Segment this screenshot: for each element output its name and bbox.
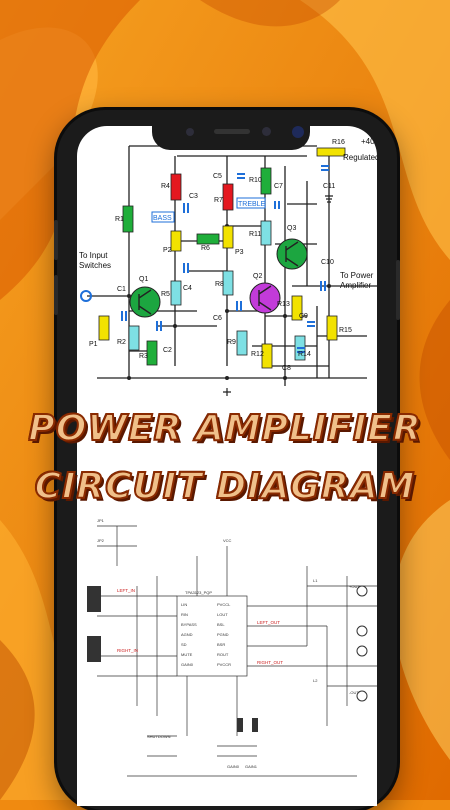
svg-text:R7: R7: [214, 197, 223, 204]
front-camera-icon: [292, 126, 304, 138]
tpa3123-circuit-diagram: LEFT_OUT RIGHT_OUT LEFT_IN RIGHT_IN TPA3…: [87, 518, 377, 777]
output-label: To Power: [340, 271, 374, 280]
svg-text:GAIN1: GAIN1: [245, 764, 258, 769]
svg-text:Q3: Q3: [287, 225, 296, 232]
svg-text:PVCCR: PVCCR: [217, 662, 231, 667]
phone-screen: R16 C11 C5 R10 C7 R4 R7 C3 Q3 R1 R11 P2 …: [77, 126, 377, 806]
regulated-label: Regulated: [343, 153, 377, 162]
svg-text:LEFT_OUT: LEFT_OUT: [257, 620, 280, 625]
svg-text:R9: R9: [227, 339, 236, 346]
input-jack-icon: [80, 290, 92, 302]
svg-text:AGND: AGND: [181, 632, 193, 637]
svg-text:C11: C11: [323, 183, 335, 190]
svg-text:ROUT: ROUT: [217, 652, 229, 657]
phone-volume-button: [54, 220, 58, 260]
svg-text:TPA3123_PQP: TPA3123_PQP: [185, 590, 212, 595]
phone-notch: [152, 122, 310, 150]
svg-text:+OUT: +OUT: [349, 584, 360, 589]
svg-text:JP1: JP1: [97, 518, 105, 523]
svg-text:SD: SD: [181, 642, 187, 647]
svg-text:R13: R13: [277, 301, 290, 308]
svg-text:Q1: Q1: [139, 276, 148, 283]
svg-text:C6: C6: [213, 315, 222, 322]
svg-text:C3: C3: [189, 193, 198, 200]
svg-text:SHUTDOWN: SHUTDOWN: [147, 734, 171, 739]
svg-text:BSL: BSL: [217, 622, 225, 627]
svg-text:VCC: VCC: [223, 538, 232, 543]
earpiece-icon: [214, 129, 250, 134]
svg-text:R16: R16: [332, 139, 345, 146]
svg-text:R6: R6: [201, 245, 210, 252]
svg-text:BYPASS: BYPASS: [181, 622, 197, 627]
svg-text:GAIN0: GAIN0: [181, 662, 194, 667]
svg-text:P3: P3: [235, 249, 244, 256]
svg-text:R10: R10: [249, 177, 262, 184]
svg-text:C9: C9: [299, 313, 308, 320]
svg-text:MUTE: MUTE: [181, 652, 193, 657]
supply-label: +40V: [361, 137, 377, 146]
treble-label: TREBLE: [238, 201, 266, 208]
svg-text:-OUT: -OUT: [349, 690, 359, 695]
svg-text:RIGHT_OUT: RIGHT_OUT: [257, 660, 283, 665]
svg-text:C8: C8: [282, 365, 291, 372]
svg-text:R4: R4: [161, 183, 170, 190]
promo-title-line-2: CIRCUIT DIAGRAM: [34, 465, 416, 508]
svg-text:C7: C7: [274, 183, 283, 190]
svg-text:R2: R2: [117, 339, 126, 346]
svg-text:LOUT: LOUT: [217, 612, 228, 617]
svg-text:C2: C2: [163, 347, 172, 354]
input-label: To Input: [79, 251, 108, 260]
svg-text:PVCCL: PVCCL: [217, 602, 231, 607]
svg-text:R14: R14: [298, 351, 311, 358]
svg-text:BSR: BSR: [217, 642, 225, 647]
svg-text:R5: R5: [161, 291, 170, 298]
amplifier-circuit-diagram: R16 C11 C5 R10 C7 R4 R7 C3 Q3 R1 R11 P2 …: [79, 137, 377, 396]
front-camera-icon: [262, 127, 271, 136]
phone-side-button: [396, 260, 400, 320]
svg-text:R1: R1: [115, 216, 124, 223]
svg-text:P1: P1: [89, 341, 98, 348]
svg-text:R11: R11: [249, 231, 261, 238]
svg-text:Q2: Q2: [253, 273, 262, 280]
svg-text:RIGHT_IN: RIGHT_IN: [117, 648, 138, 653]
svg-text:P2: P2: [163, 247, 172, 254]
svg-text:L2: L2: [313, 678, 318, 683]
phone-volume-button: [54, 275, 58, 315]
svg-text:PGND: PGND: [217, 632, 229, 637]
svg-text:C10: C10: [321, 259, 334, 266]
svg-text:LEFT_IN: LEFT_IN: [117, 588, 135, 593]
svg-text:C5: C5: [213, 173, 222, 180]
promo-title-line-1: POWER AMPLIFIER: [27, 407, 422, 450]
svg-text:C4: C4: [183, 285, 192, 292]
svg-text:R15: R15: [339, 327, 352, 334]
svg-text:LIN: LIN: [181, 602, 187, 607]
output-label-2: Amplifier: [340, 281, 371, 290]
svg-text:R12: R12: [251, 351, 264, 358]
svg-text:JP2: JP2: [97, 538, 105, 543]
svg-text:R3: R3: [139, 353, 148, 360]
svg-text:RIN: RIN: [181, 612, 188, 617]
input-label-2: Switches: [79, 261, 111, 270]
svg-text:C1: C1: [117, 286, 126, 293]
bass-label: BASS: [153, 215, 172, 222]
svg-text:L1: L1: [313, 578, 318, 583]
svg-text:GAIN0: GAIN0: [227, 764, 240, 769]
front-camera-icon: [186, 128, 194, 136]
svg-text:R8: R8: [215, 281, 224, 288]
